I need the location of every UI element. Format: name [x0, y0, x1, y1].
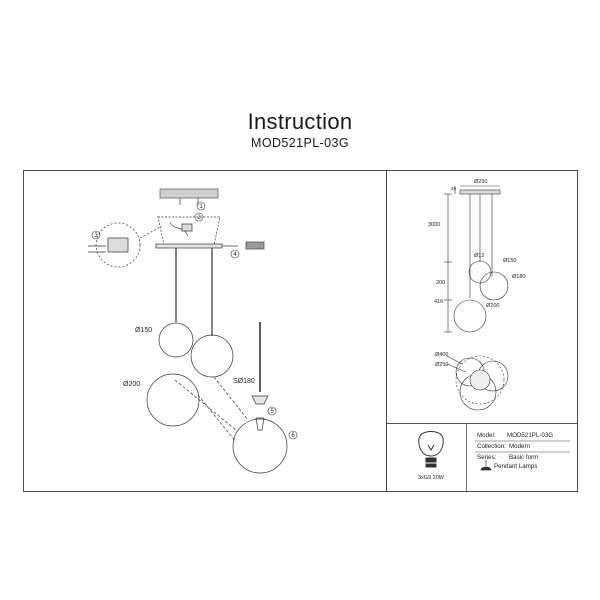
series-value: Basic form [509, 454, 539, 461]
type-value: Pendant Lamps [494, 463, 538, 470]
dim-globe-d180 [479, 271, 509, 301]
dimension-drawing [444, 185, 509, 411]
series-label: Series: [477, 454, 497, 461]
bulb-spec: 3xG9 20W [418, 475, 444, 481]
step-number: 2 [197, 215, 201, 221]
model-value: MOD521PL-03G [507, 432, 554, 439]
dim-label-cable: 3000 [428, 222, 440, 228]
canopy-wire [169, 221, 189, 237]
globe-d150 [158, 322, 194, 358]
step-marker [230, 249, 240, 259]
bulb-icon [418, 431, 444, 468]
top-view-leader [446, 355, 463, 365]
canopy-base [155, 243, 223, 249]
page-title: Instruction [247, 109, 353, 134]
step-number: 3 [94, 233, 98, 239]
step-marker [196, 201, 206, 211]
top-view-outer [455, 355, 505, 405]
specs-lines [475, 440, 570, 453]
dim-label-h416: 416 [434, 299, 443, 305]
label-sd180: SØ180 [233, 378, 255, 385]
pendant-lamp-icon [480, 460, 492, 471]
callout-leader [139, 225, 163, 239]
step-marker [288, 430, 298, 440]
step-marker [194, 212, 204, 222]
assembly-diagram [88, 188, 288, 474]
collection-value: Modern [509, 443, 530, 450]
ceiling-plate [159, 188, 219, 199]
model-label: Model: [477, 432, 496, 439]
step-marker [91, 230, 101, 240]
dim-label-d150: Ø150 [503, 258, 516, 264]
lamp-holder [251, 395, 269, 405]
terminal-block [181, 223, 193, 232]
top-view-canopy [469, 369, 491, 391]
step-number: 6 [291, 433, 295, 439]
dim-label-h200: 200 [436, 280, 445, 286]
sheet-frame [23, 170, 578, 492]
guide-line [174, 379, 237, 431]
globe-d180 [190, 334, 234, 378]
label-d150: Ø150 [135, 327, 152, 334]
dim-label-rod: Ø12 [474, 253, 484, 259]
step-number: 4 [233, 252, 237, 258]
step-markers: 1 2 3 4 5 6 [91, 201, 298, 440]
step-number: 1 [199, 204, 203, 210]
dim-globe-d150 [468, 260, 492, 284]
label-d200: Ø200 [123, 381, 140, 388]
bulb-part [255, 417, 265, 431]
dim-label-top-d250: Ø250 [435, 362, 448, 368]
dim-label-d180: Ø180 [512, 274, 525, 280]
dim-label-d200: Ø200 [486, 303, 499, 309]
guide-line [197, 394, 237, 443]
collection-label: Collection: [477, 443, 506, 450]
dim-label-canopy-height: 25 [451, 186, 457, 191]
globe-assembly [232, 418, 288, 474]
dim-label-canopy: Ø250 [474, 179, 487, 185]
dim-globe-d200 [453, 299, 487, 333]
detail-callout [95, 222, 141, 268]
top-view-leader [446, 363, 467, 373]
guide-line [213, 376, 249, 421]
globe-d200 [146, 373, 200, 427]
connector-detail [107, 237, 129, 253]
dim-canopy [459, 189, 501, 195]
screw-part [245, 241, 265, 250]
step-marker [267, 406, 277, 416]
step-number: 5 [270, 409, 274, 415]
dim-label-top-d400: Ø400 [435, 352, 448, 358]
model-code: MOD521PL-03G [251, 136, 349, 150]
